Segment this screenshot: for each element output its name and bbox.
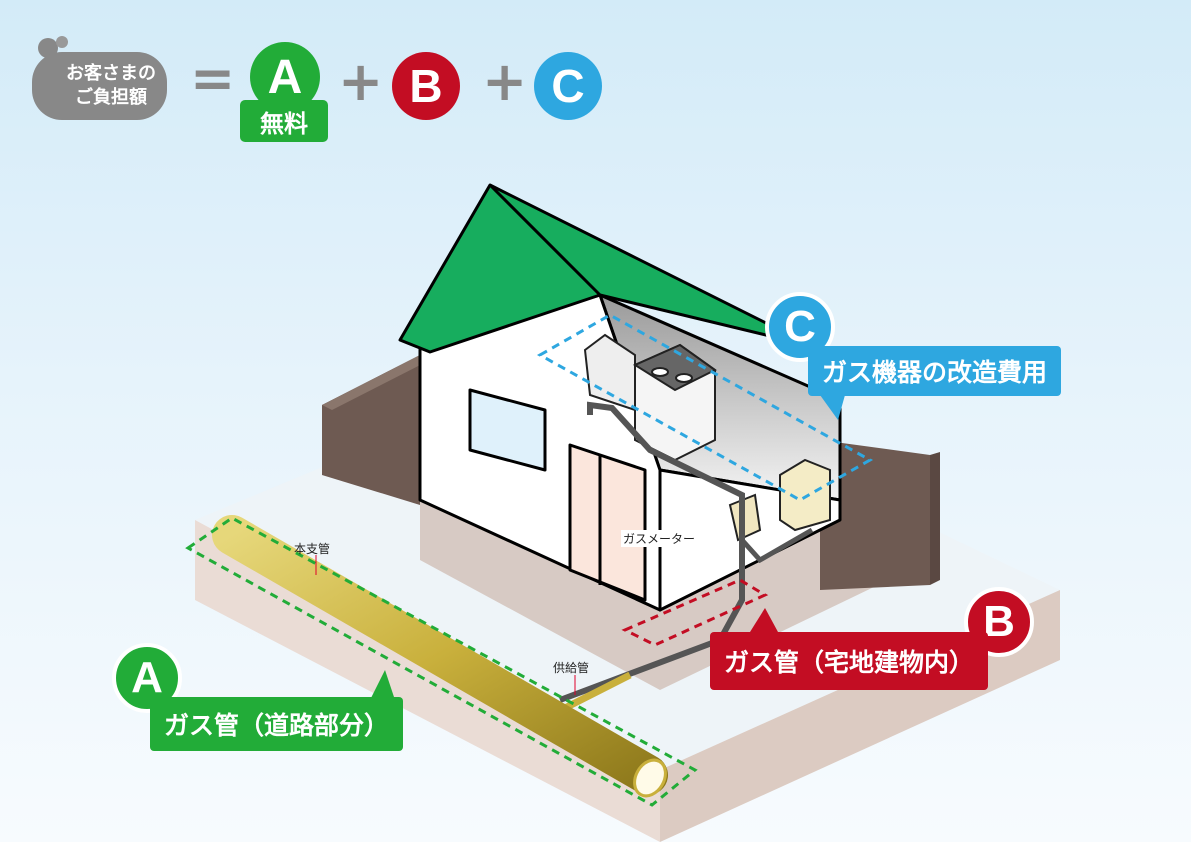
- area-a-outline: [185, 516, 698, 807]
- service-pipe: [563, 671, 632, 712]
- equals-sign: =: [190, 47, 236, 110]
- main-pipe-label: 本支管: [294, 542, 331, 556]
- purse-icon: [32, 36, 167, 120]
- plus-sign: +: [482, 50, 528, 113]
- c-label: ガス機器の改造費用: [808, 346, 1062, 396]
- a-label: ガス管（道路部分）: [150, 697, 404, 751]
- header-b-badge: B: [392, 52, 460, 120]
- burden-line1: お客さまの: [66, 63, 156, 84]
- burden-line2: ご負担額: [75, 87, 147, 108]
- gas-meter-label: ガスメーター: [621, 530, 698, 547]
- area-c-outline: [536, 313, 874, 502]
- customer-burden-label: お客さまの ご負担額: [52, 62, 170, 110]
- area-b-outline: [621, 578, 769, 647]
- boundary-walls: [322, 355, 940, 590]
- service-pipe-label: 供給管: [553, 661, 590, 675]
- header-c-badge: C: [534, 52, 602, 120]
- plus-sign: +: [338, 50, 384, 113]
- a-badge: A: [112, 643, 182, 713]
- gas-appliances: [583, 333, 831, 542]
- b-label: ガス管（宅地建物内）: [710, 632, 989, 690]
- main-pipe: [212, 515, 668, 795]
- free-badge: 無料: [240, 100, 328, 142]
